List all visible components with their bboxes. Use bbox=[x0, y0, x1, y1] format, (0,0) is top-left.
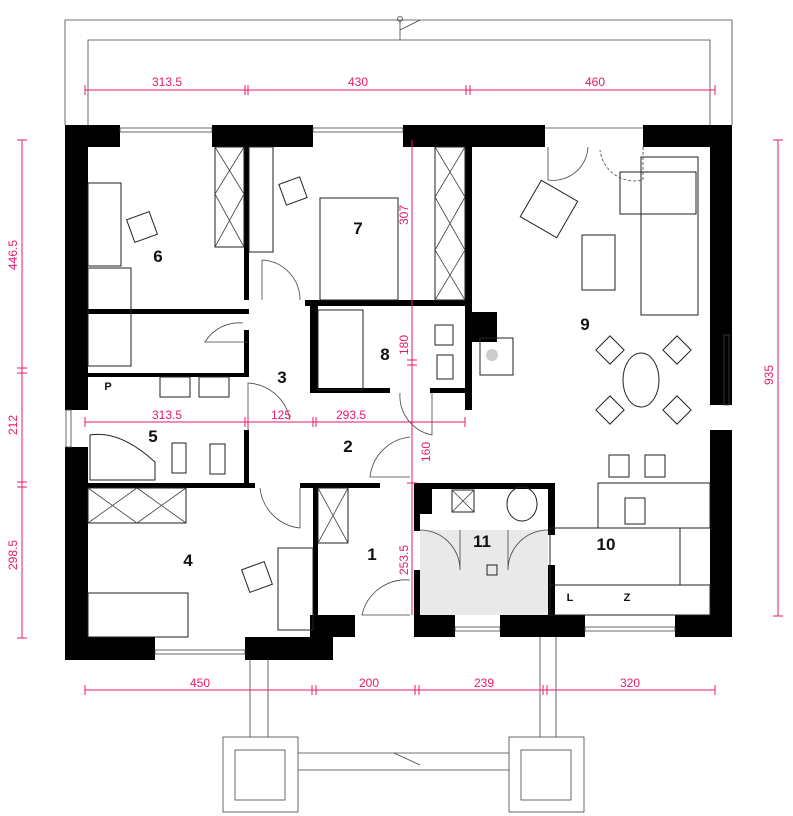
room-1-label: 1 bbox=[367, 545, 376, 564]
dim-hall: 160 bbox=[419, 442, 433, 462]
dim-bottom-4: 320 bbox=[620, 676, 640, 690]
room-3-label: 3 bbox=[277, 368, 286, 387]
doors bbox=[204, 146, 644, 616]
fridge-label: L bbox=[567, 592, 574, 604]
dim-top-1: 313.5 bbox=[152, 75, 182, 89]
utility-room-floor bbox=[420, 528, 548, 615]
dim-right: 935 bbox=[762, 365, 776, 385]
freezer-label: Z bbox=[624, 592, 631, 604]
dim-left-1: 446.5 bbox=[6, 240, 20, 270]
dim-room8: 180 bbox=[397, 335, 411, 355]
dim-room7: 307 bbox=[397, 205, 411, 225]
pantry-label: P bbox=[104, 381, 111, 393]
dim-bottom-2: 200 bbox=[359, 676, 379, 690]
windows bbox=[65, 127, 730, 655]
dim-bottom-3: 239 bbox=[474, 676, 494, 690]
dim-left-2: 212 bbox=[6, 415, 20, 435]
room-7-label: 7 bbox=[353, 219, 362, 238]
dim-bottom-1: 450 bbox=[190, 676, 210, 690]
room-11-label: 11 bbox=[473, 532, 491, 551]
room-8-label: 8 bbox=[380, 345, 389, 364]
furniture bbox=[87, 146, 711, 638]
dim-mid-1: 313.5 bbox=[152, 408, 182, 422]
dimension-lines bbox=[17, 85, 783, 695]
room-10-label: 10 bbox=[597, 535, 616, 554]
walls bbox=[65, 125, 732, 660]
dim-top-2: 430 bbox=[348, 75, 368, 89]
entrance-pergola bbox=[222, 637, 585, 813]
dim-mid-2: 125 bbox=[271, 408, 291, 422]
room-6-label: 6 bbox=[153, 247, 162, 266]
terrace-outline bbox=[64, 16, 733, 125]
dim-top-3: 460 bbox=[585, 75, 605, 89]
dim-room11: 253.5 bbox=[397, 545, 411, 575]
dim-left-3: 298.5 bbox=[6, 540, 20, 570]
room-4-label: 4 bbox=[183, 551, 193, 570]
dim-mid-3: 293.5 bbox=[336, 408, 366, 422]
room-9-label: 9 bbox=[580, 315, 589, 334]
room-2-label: 2 bbox=[343, 437, 352, 456]
room-5-label: 5 bbox=[148, 427, 157, 446]
